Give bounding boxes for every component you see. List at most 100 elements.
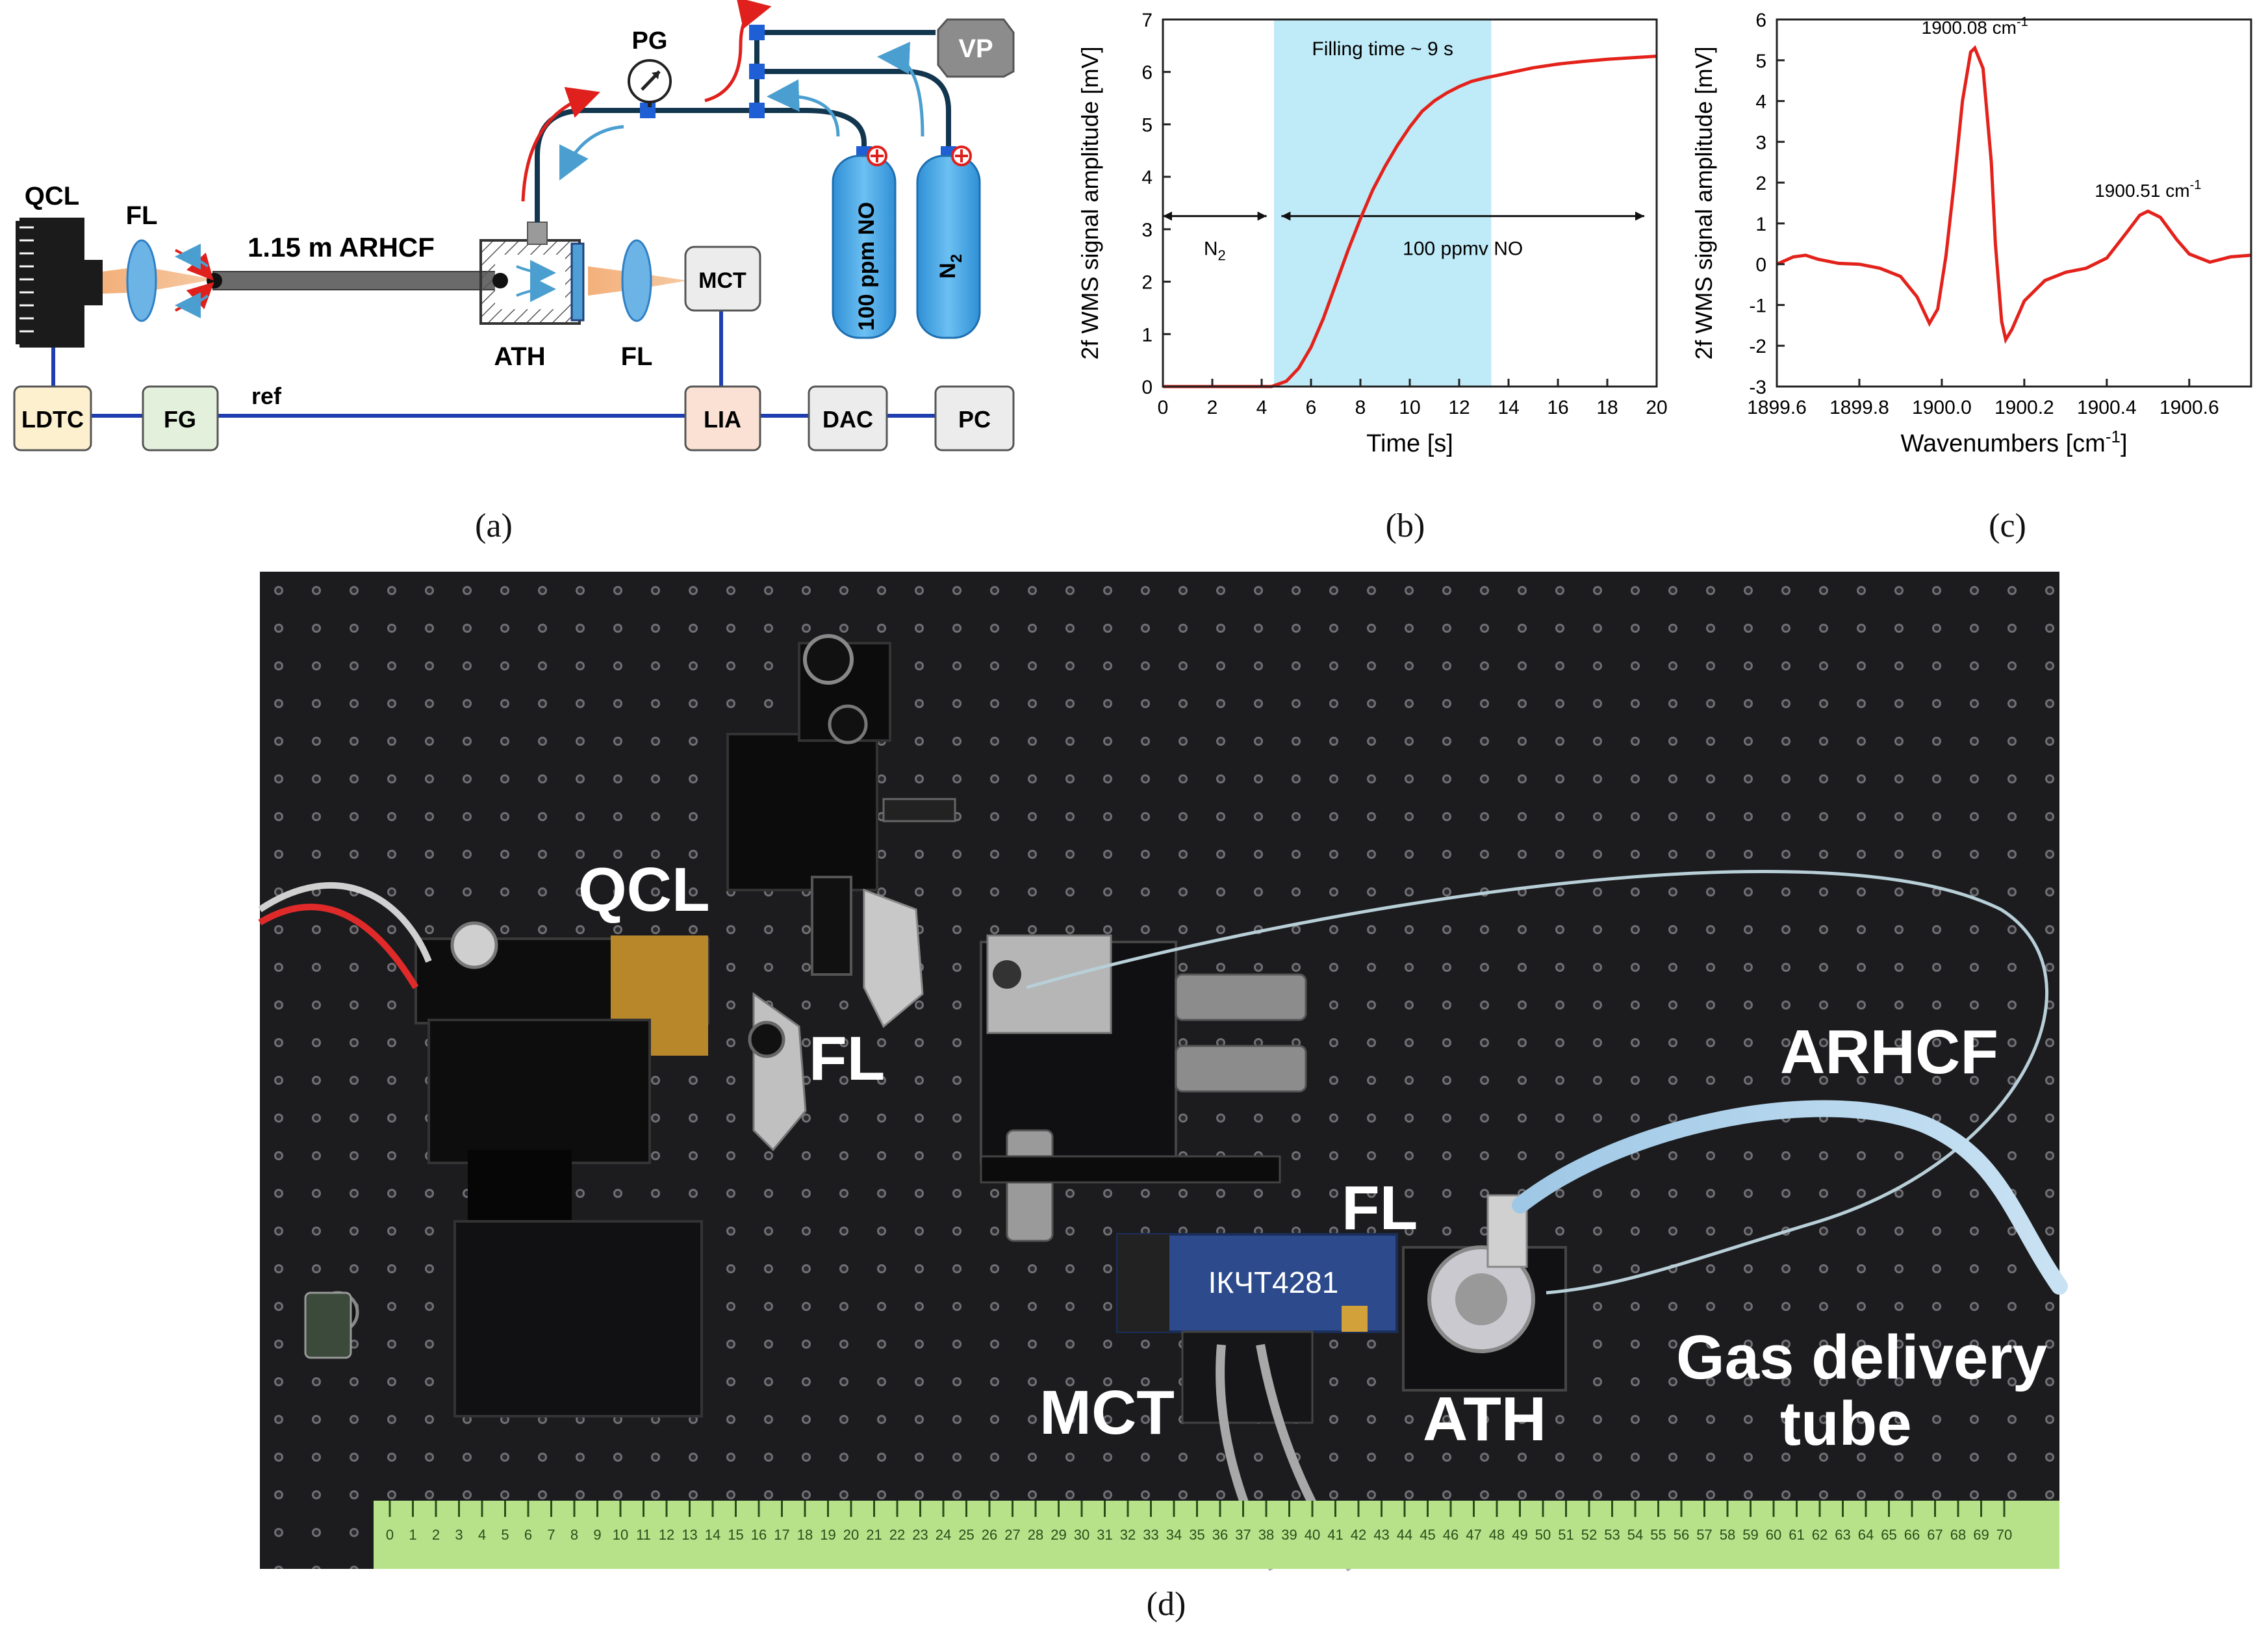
x-axis-label: Wavenumbers [cm-1]	[1900, 427, 2127, 457]
ruler-number: 7	[547, 1527, 555, 1543]
ruler-number: 58	[1720, 1527, 1735, 1543]
fg-box	[142, 385, 219, 452]
x-tick-label: 0	[1158, 397, 1169, 418]
ruler-number: 26	[982, 1527, 997, 1543]
photo-label-gas-line2: tube	[1780, 1389, 1912, 1458]
ref-label: ref	[251, 383, 282, 409]
photo-label-arhcf: ARHCF	[1780, 1017, 1998, 1087]
qcl-label: QCL	[25, 182, 79, 210]
ruler-number: 24	[936, 1527, 951, 1543]
ruler-number: 2	[432, 1527, 440, 1543]
ruler-number: 70	[1996, 1527, 2012, 1543]
ruler-number: 0	[386, 1527, 394, 1543]
ruler-number: 27	[1004, 1527, 1020, 1543]
spectrum-curve	[1776, 45, 2252, 344]
ath-label: ATH	[494, 342, 545, 371]
range-label: 100 ppmv NO	[1403, 238, 1523, 260]
range-label: N2	[1204, 238, 1226, 264]
y-tick-label: 3	[1755, 132, 1766, 153]
ruler-number: 63	[1835, 1527, 1850, 1543]
ruler-number: 44	[1397, 1527, 1412, 1543]
ruler-number: 19	[820, 1527, 835, 1543]
ruler-number: 16	[751, 1527, 767, 1543]
x-tick-label: 1900.4	[2077, 397, 2137, 418]
signal-lines	[51, 311, 936, 418]
ruler-number: 21	[866, 1527, 882, 1543]
ruler-number: 42	[1351, 1527, 1366, 1543]
ruler-number: 3	[455, 1527, 463, 1543]
photo-label-ath: ATH	[1423, 1384, 1547, 1454]
ruler-number: 32	[1120, 1527, 1136, 1543]
qcl-laser	[16, 218, 103, 348]
ruler-number: 25	[958, 1527, 974, 1543]
x-tick-label: 8	[1355, 397, 1366, 418]
x-axis-label: Time [s]	[1366, 430, 1453, 457]
tube-fittings	[640, 25, 956, 159]
y-tick-label: 1	[1141, 324, 1153, 346]
ruler-number: 22	[889, 1527, 905, 1543]
y-axis-label: 2f WMS signal amplitude [mV]	[1690, 46, 1717, 359]
ruler-number: 31	[1097, 1527, 1112, 1543]
qcl-mount	[304, 921, 709, 1418]
ruler-number: 51	[1558, 1527, 1574, 1543]
y-tick-label: 3	[1141, 220, 1153, 241]
ruler-number: 45	[1420, 1527, 1435, 1543]
y-tick-label: -2	[1749, 336, 1766, 357]
panel-d-label: (d)	[1146, 1586, 1186, 1623]
ruler-number: 14	[705, 1527, 720, 1543]
ruler-number: 15	[728, 1527, 743, 1543]
ldtc-label: LDTC	[21, 406, 84, 433]
ruler-number: 33	[1143, 1527, 1158, 1543]
y-tick-label: 6	[1141, 62, 1153, 84]
panel-a-label: (a)	[475, 507, 513, 544]
gas-delivery-tube	[1512, 1100, 2068, 1295]
y-tick-label: 7	[1141, 10, 1153, 31]
ruler-number: 37	[1235, 1527, 1251, 1543]
photo-label-mct: MCT	[1039, 1378, 1175, 1447]
x-tick-label: 12	[1448, 397, 1470, 418]
fl-left-label: FL	[126, 201, 158, 230]
ruler-number: 54	[1627, 1527, 1643, 1543]
x-tick-label: 4	[1256, 397, 1268, 418]
filling-time-region	[1274, 19, 1492, 387]
ruler-number: 67	[1927, 1527, 1943, 1543]
x-tick-label: 1900.2	[1994, 397, 2054, 418]
y-tick-label: 1	[1755, 214, 1766, 235]
peak-label: 1900.51 cm-1	[2095, 178, 2201, 201]
ruler-number: 60	[1766, 1527, 1781, 1543]
ruler-number: 23	[912, 1527, 928, 1543]
ruler-number: 36	[1212, 1527, 1228, 1543]
y-tick-label: 6	[1755, 10, 1766, 31]
ruler-number: 56	[1674, 1527, 1689, 1543]
pc-box	[934, 385, 1015, 452]
ruler-number: 52	[1581, 1527, 1597, 1543]
n2-cylinder-label: N2	[936, 254, 965, 279]
ruler-number: 9	[593, 1527, 601, 1543]
x-tick-label: 20	[1646, 397, 1667, 418]
ath-cell	[479, 222, 585, 325]
ruler-number: 61	[1789, 1527, 1804, 1543]
svg-text:ІКЧТ4281: ІКЧТ4281	[1208, 1266, 1339, 1299]
fg-label: FG	[164, 406, 196, 433]
x-tick-label: 18	[1596, 397, 1618, 418]
ruler-number: 47	[1466, 1527, 1481, 1543]
vp-box	[937, 18, 1015, 78]
panel-b-label: (b)	[1385, 507, 1425, 544]
ldtc-box	[13, 385, 92, 452]
x-tick-label: 1900.0	[1912, 397, 1972, 418]
ruler-number: 49	[1512, 1527, 1527, 1543]
fl1-holder	[748, 992, 807, 1152]
hollow-core-fiber	[212, 271, 498, 290]
ruler-number: 62	[1812, 1527, 1828, 1543]
lia-label: LIA	[704, 406, 741, 433]
ruler-number: 20	[843, 1527, 859, 1543]
ruler-number: 69	[1973, 1527, 1989, 1543]
ath-holder	[1402, 1194, 1567, 1392]
ruler-number: 59	[1742, 1527, 1758, 1543]
x-tick-label: 14	[1497, 397, 1519, 418]
y-tick-label: 0	[1141, 377, 1153, 398]
